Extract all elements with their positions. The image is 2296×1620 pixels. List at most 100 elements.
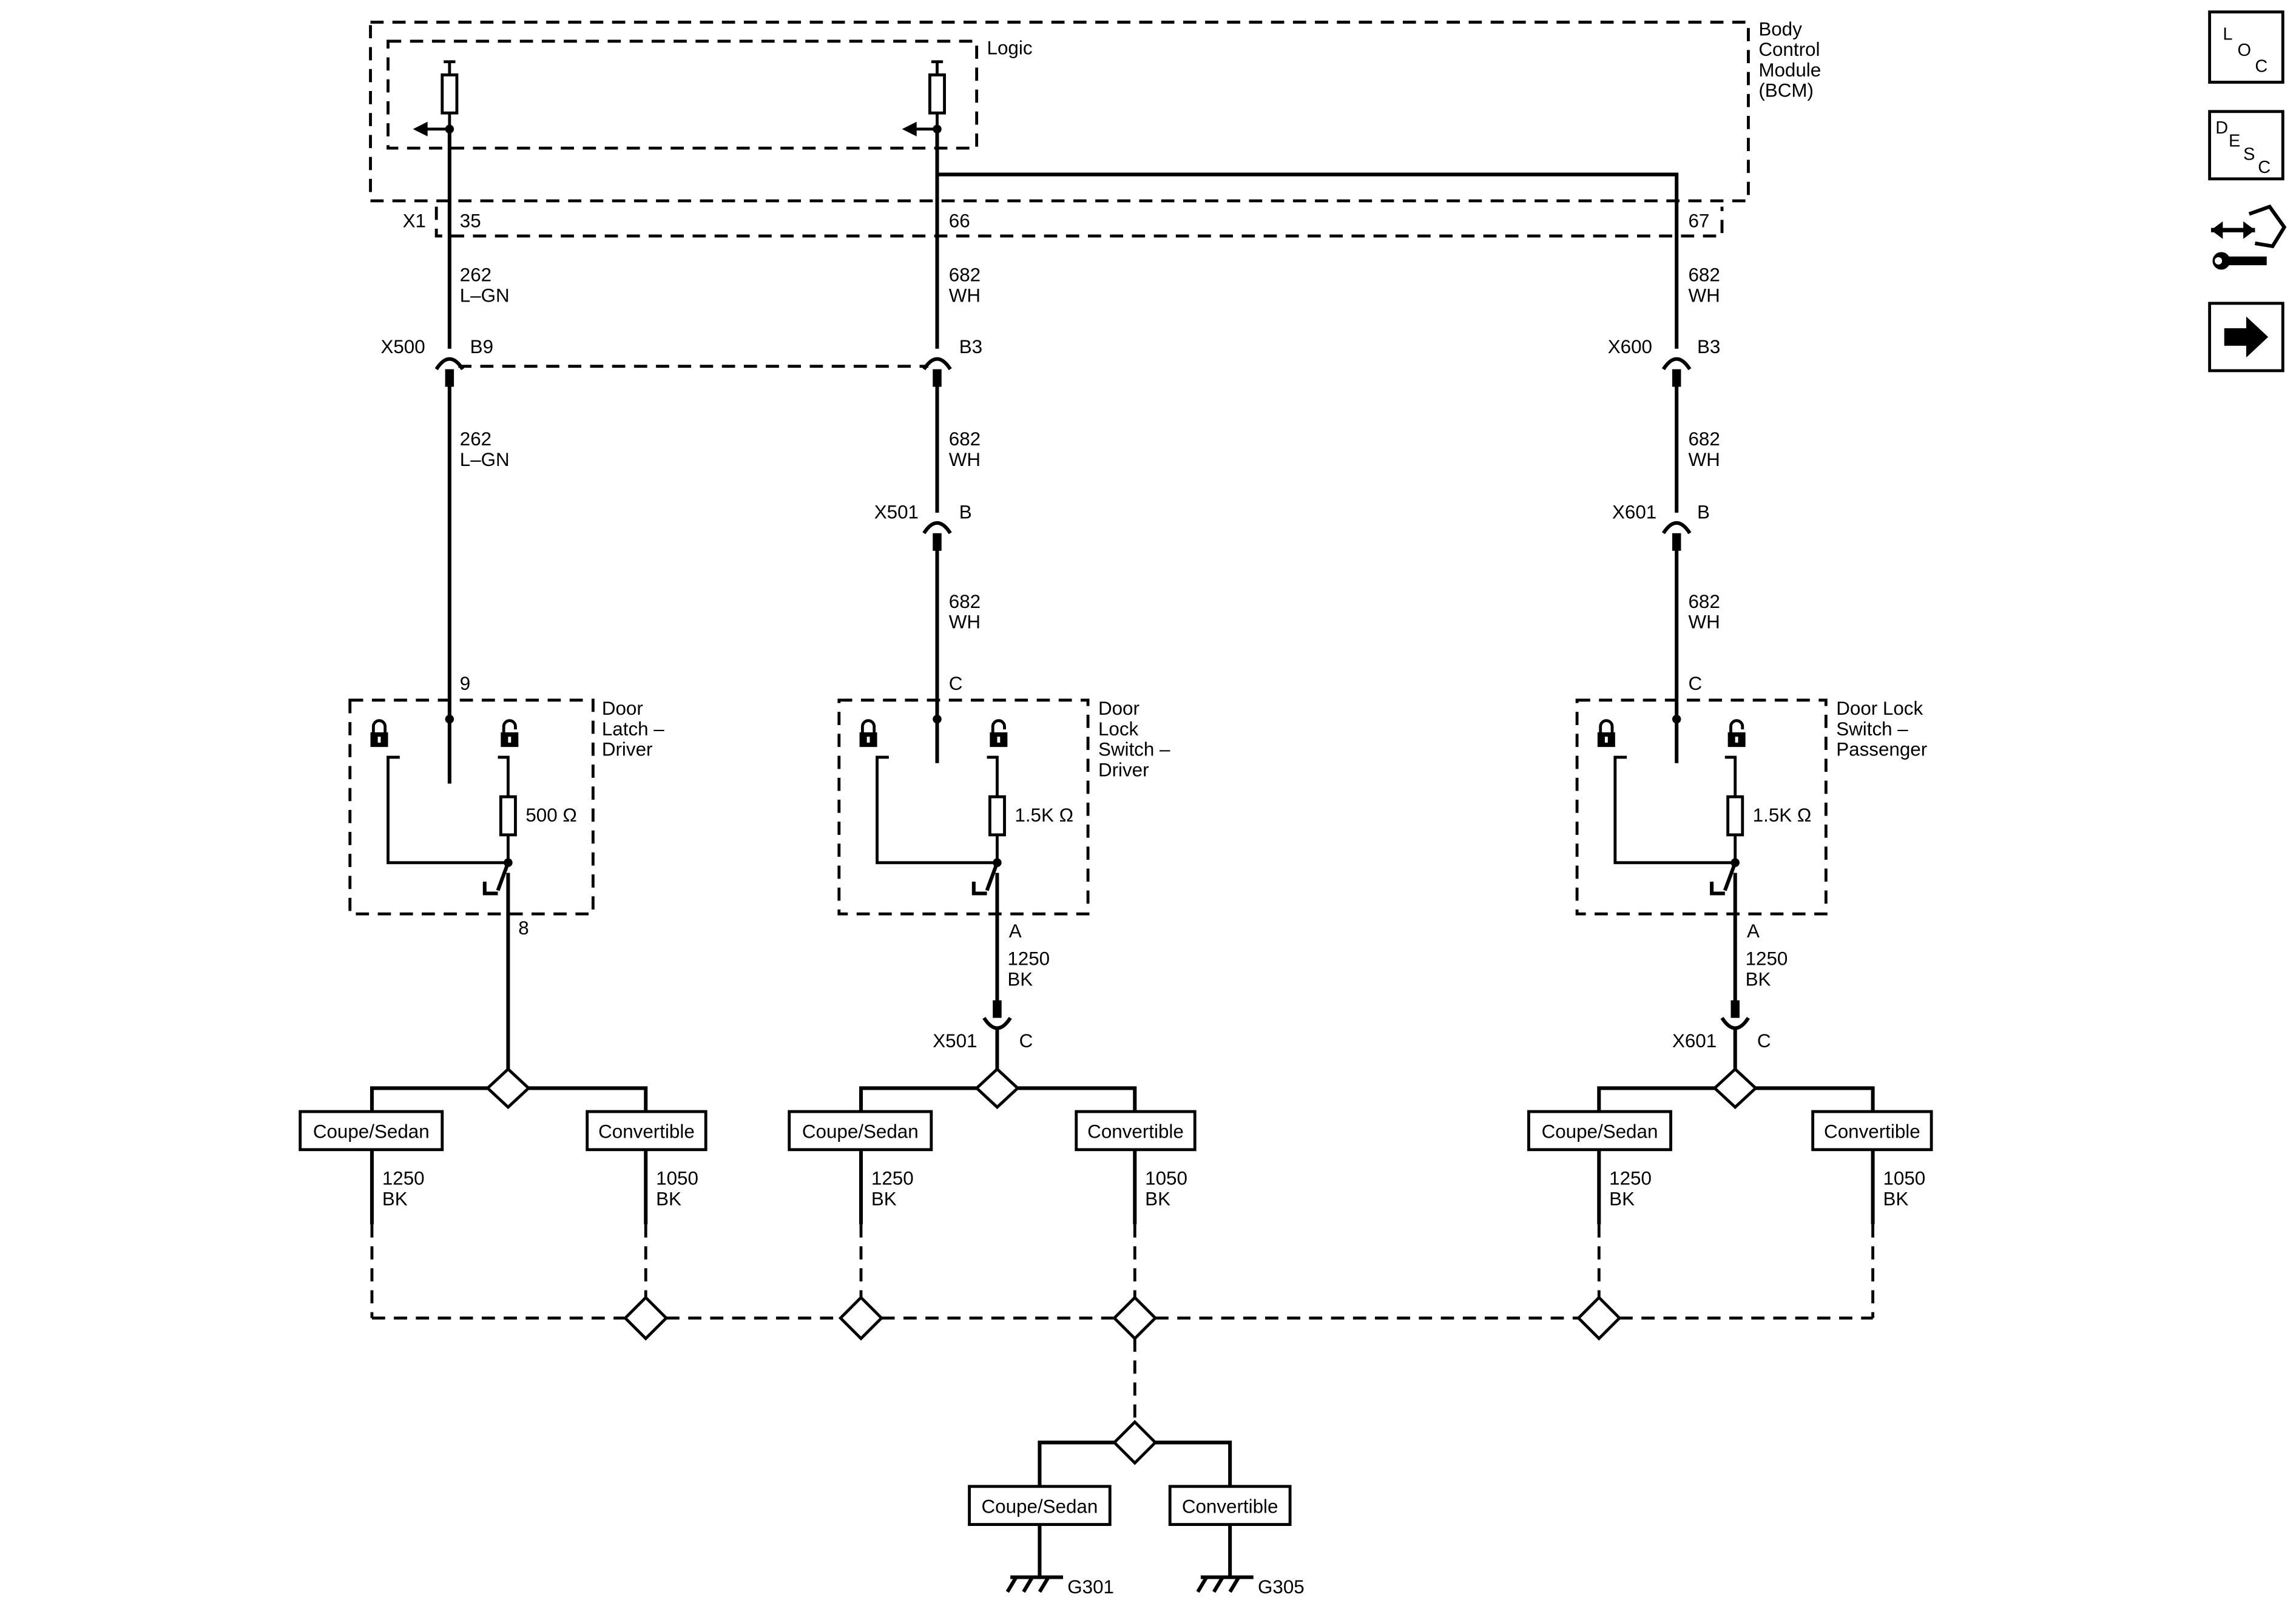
wire-1250-label: 1250 (1007, 948, 1050, 970)
wire-bk-color: BK (1609, 1188, 1635, 1209)
switch-passenger-outline (1575, 698, 1828, 916)
switch-driver-pin-a: A (1009, 920, 1022, 942)
nav-desc[interactable]: D E S C (2208, 110, 2284, 181)
option-box-coupe-sedan (1527, 1110, 1672, 1152)
x500-b9-connector (434, 357, 465, 387)
x600-pin-b3: B3 (1697, 336, 1720, 357)
desc-icon-letter: C (2258, 158, 2271, 177)
wire-bk-color: BK (871, 1188, 897, 1209)
logic-label: Logic (987, 38, 1033, 59)
switch-passenger-label-2: Switch – (1836, 718, 1908, 740)
wire-1250-label: 1250 (382, 1168, 425, 1189)
nav-loc[interactable]: L O C (2208, 10, 2284, 84)
splice-diamond (1576, 1295, 1622, 1341)
option-coupe-sedan: Coupe/Sedan (313, 1121, 430, 1142)
x601-label: X601 (1672, 1030, 1717, 1051)
splice-diamond (1112, 1420, 1158, 1465)
switch-passenger-label-1: Door Lock (1836, 698, 1923, 719)
latch-label-1: Door (602, 698, 643, 719)
unlock-icon (1728, 721, 1746, 747)
switch-driver-pin-c: C (949, 673, 963, 694)
x501-pin-c: C (1019, 1030, 1033, 1051)
desc-icon-letter: S (2243, 144, 2255, 164)
desc-icon[interactable] (2208, 110, 2284, 181)
bcm-outline (369, 21, 1750, 203)
switch-passenger-pin-c: C (1688, 673, 1702, 694)
wire-682-label: 682 (949, 265, 981, 286)
x500-pin-b9: B9 (470, 336, 493, 357)
option-convertible: Convertible (1087, 1121, 1184, 1142)
x601-label: X601 (1612, 502, 1656, 523)
option-coupe-sedan: Coupe/Sedan (982, 1496, 1098, 1517)
option-coupe-sedan: Coupe/Sedan (1542, 1121, 1658, 1142)
option-split-switch-passenger: Coupe/Sedan Convertible 1250 BK 1050 BK (1527, 1067, 1933, 1224)
wire-1050-label: 1050 (1883, 1168, 1925, 1189)
unlock-icon (990, 721, 1007, 747)
latch-pin-8: 8 (518, 917, 528, 939)
x1-connector-outline (434, 206, 1724, 238)
loc-icon[interactable] (2208, 10, 2284, 84)
pin-35: 35 (460, 210, 481, 231)
wire-wh-color: WH (1688, 285, 1720, 306)
wire-682-label: 682 (1688, 265, 1720, 286)
ground-icon (1007, 1577, 1063, 1591)
loc-icon-letter: L (2223, 25, 2232, 44)
latch-label-2: Latch – (602, 718, 664, 740)
x601-b-connector (1661, 521, 1692, 551)
wire-lgn-color: L–GN (460, 285, 510, 306)
door-lock-switch-driver: Door Lock Switch – Driver C 1.5K Ω A 125… (837, 673, 1170, 1070)
pin-67: 67 (1688, 210, 1709, 231)
option-coupe-sedan: Coupe/Sedan (802, 1121, 919, 1142)
switch-driver-resistor-label: 1.5K Ω (1015, 805, 1073, 826)
wire-1250-label: 1250 (1746, 948, 1788, 970)
resistor-500 (499, 795, 517, 837)
x500-pin-b3: B3 (959, 336, 982, 357)
desc-icon-letter: D (2215, 118, 2228, 138)
wire-bk-color: BK (1746, 969, 1771, 990)
option-convertible: Convertible (1824, 1121, 1920, 1142)
lock-icon (371, 721, 388, 747)
wire-bk-color: BK (1007, 969, 1033, 990)
bcm-label-4: (BCM) (1758, 80, 1814, 101)
wire-bk-color: BK (1883, 1188, 1908, 1209)
door-latch-driver: Door Latch – Driver 9 500 Ω 8 (348, 673, 664, 1070)
x600-label: X600 (1608, 336, 1652, 357)
loc-icon-letter: C (2255, 57, 2267, 76)
bcm-module: Logic Body Control Module (BCM) X1 35 (369, 18, 1821, 238)
splice-diamond (838, 1295, 884, 1341)
splice-diamond (1712, 1067, 1758, 1110)
splice-diamond (1112, 1295, 1158, 1341)
latch-outline (348, 698, 595, 916)
connector-tools-icon[interactable] (2211, 204, 2287, 270)
splice-diamond (974, 1067, 1020, 1110)
lock-icon (860, 721, 877, 747)
option-split-latch: Coupe/Sedan Convertible 1250 BK 1050 BK (299, 1067, 707, 1224)
wire-lgn-color: L–GN (460, 449, 510, 470)
wire-bk-color: BK (1145, 1188, 1170, 1209)
x501-label: X501 (874, 502, 919, 523)
wire-682-label: 682 (949, 591, 981, 612)
option-box-convertible (1075, 1110, 1197, 1152)
option-box-convertible (1168, 1485, 1292, 1526)
x601-pin-c: C (1757, 1030, 1771, 1051)
x500-b3-connector (922, 357, 952, 387)
splice-diamond (485, 1067, 531, 1110)
switch-passenger-pin-a: A (1747, 920, 1760, 942)
option-convertible: Convertible (1182, 1496, 1278, 1517)
ground-g305: G305 (1258, 1576, 1305, 1598)
wire-682-label: 682 (1688, 428, 1720, 450)
pin-66: 66 (949, 210, 970, 231)
wire-682-label: 682 (1688, 591, 1720, 612)
latch-resistor-label: 500 Ω (525, 805, 576, 826)
switch-driver-label-1: Door (1098, 698, 1140, 719)
wire-wh-color: WH (1688, 449, 1720, 470)
switch-passenger-resistor-label: 1.5K Ω (1753, 805, 1812, 826)
x501-b-connector (922, 521, 952, 551)
nav-next[interactable] (2208, 302, 2284, 373)
bcm-label-1: Body (1758, 18, 1802, 39)
wire-1250-label: 1250 (871, 1168, 914, 1189)
resistor-1-5k (1726, 795, 1744, 837)
wire-1250-label: 1250 (1609, 1168, 1652, 1189)
logic-input-35 (413, 60, 459, 137)
